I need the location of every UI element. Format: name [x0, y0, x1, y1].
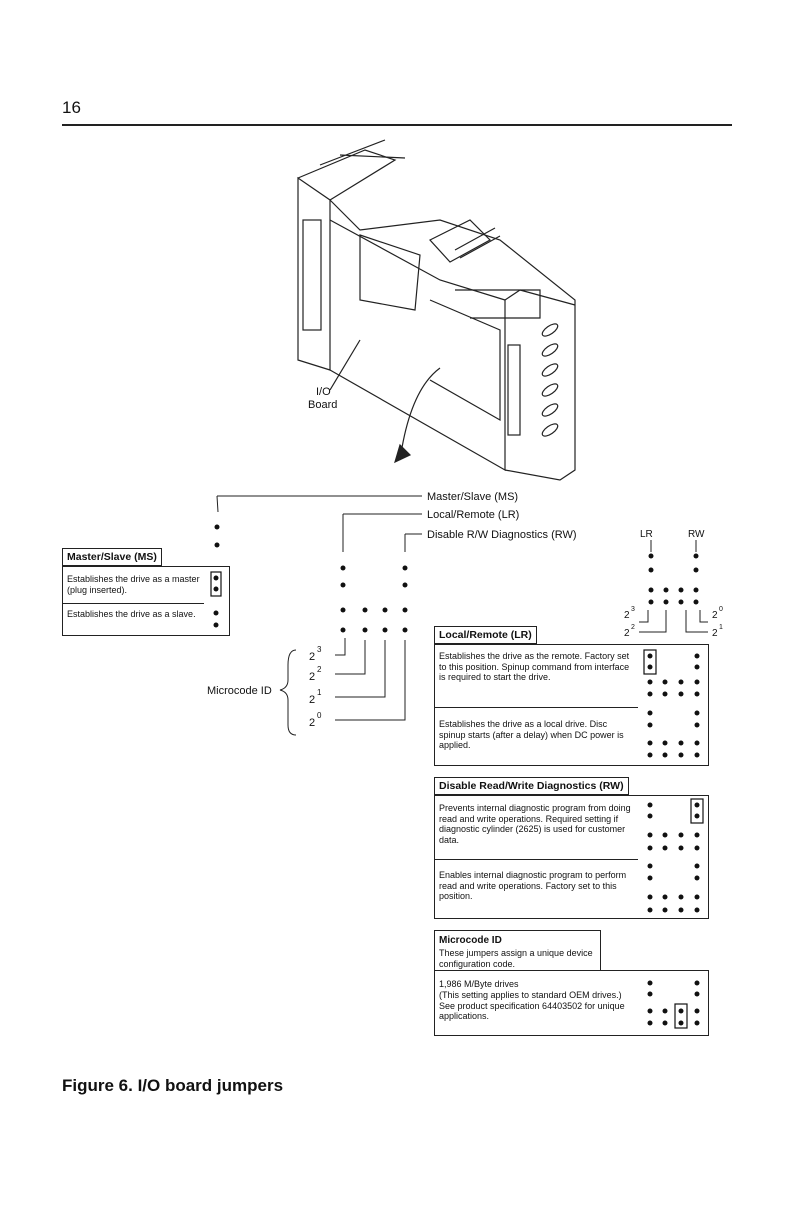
board-label-line2: Board — [308, 399, 337, 411]
mc-box-subtitle: These jumpers assign a unique device con… — [439, 948, 593, 969]
mc-row1-text: (This setting applies to standard OEM dr… — [439, 990, 625, 1021]
lr-row-divider — [435, 707, 639, 708]
rw-bit-0-base: 2 — [712, 610, 718, 621]
callout-lr: Local/Remote (LR) — [427, 509, 519, 521]
bit-3-base: 2 — [309, 651, 315, 663]
lr-bit-3-exp: 3 — [631, 606, 635, 613]
lr-bit-2-base: 2 — [624, 628, 630, 639]
bit-0-base: 2 — [309, 717, 315, 729]
rw-jumper-cell — [638, 795, 709, 919]
rw-bit-0-exp: 0 — [719, 606, 723, 613]
page-number: 16 — [62, 98, 81, 117]
lr-bit-2-exp: 2 — [631, 624, 635, 631]
lr-jumper-cell — [638, 644, 709, 766]
mc-jumper-cell — [638, 970, 709, 1036]
ms-row2-text: Establishes the drive as a slave. — [67, 609, 196, 619]
lr-bit-3-base: 2 — [624, 610, 630, 621]
mc-box-header: Microcode ID These jumpers assign a uniq… — [434, 930, 601, 972]
rw-row2-text: Enables internal diagnostic program to p… — [439, 870, 627, 901]
mc-box: 1,986 M/Byte drives (This setting applie… — [434, 970, 640, 1036]
bit-2-exp: 2 — [317, 665, 322, 674]
ms-row-divider — [63, 603, 205, 604]
bit-0-exp: 0 — [317, 711, 322, 720]
lr-box: Establishes the drive as the remote. Fac… — [434, 644, 640, 766]
col-rw-label: RW — [688, 529, 705, 540]
ms-box: Establishes the drive as a master (plug … — [62, 566, 206, 636]
ms-box-title: Master/Slave (MS) — [62, 548, 162, 566]
rw-box-title: Disable Read/Write Diagnostics (RW) — [434, 777, 629, 795]
rw-bit-1-base: 2 — [712, 628, 718, 639]
header-rule — [62, 124, 732, 126]
lr-row2-text: Establishes the drive as a local drive. … — [439, 719, 624, 750]
ms-jumper-cell — [204, 566, 230, 636]
lr-box-title: Local/Remote (LR) — [434, 626, 537, 644]
rw-bit-1-exp: 1 — [719, 624, 723, 631]
mc-box-title: Microcode ID — [439, 935, 502, 946]
callout-rw: Disable R/W Diagnostics (RW) — [427, 529, 577, 541]
lr-row1-text: Establishes the drive as the remote. Fac… — [439, 651, 630, 682]
rw-row-divider — [435, 859, 639, 860]
bit-1-exp: 1 — [317, 688, 322, 697]
microcode-label: Microcode ID — [207, 685, 272, 697]
callout-ms: Master/Slave (MS) — [427, 491, 518, 503]
ms-row1-text: Establishes the drive as a master (plug … — [67, 574, 200, 595]
board-label-line1: I/O — [316, 386, 331, 398]
rw-row1-text: Prevents internal diagnostic program fro… — [439, 803, 631, 845]
figure-caption: Figure 6. I/O board jumpers — [62, 1076, 284, 1095]
mc-row1-head: 1,986 M/Byte drives — [439, 979, 519, 989]
col-lr-label: LR — [640, 529, 653, 540]
rw-box: Prevents internal diagnostic program fro… — [434, 795, 640, 919]
bit-2-base: 2 — [309, 671, 315, 683]
bit-1-base: 2 — [309, 694, 315, 706]
bit-3-exp: 3 — [317, 645, 322, 654]
